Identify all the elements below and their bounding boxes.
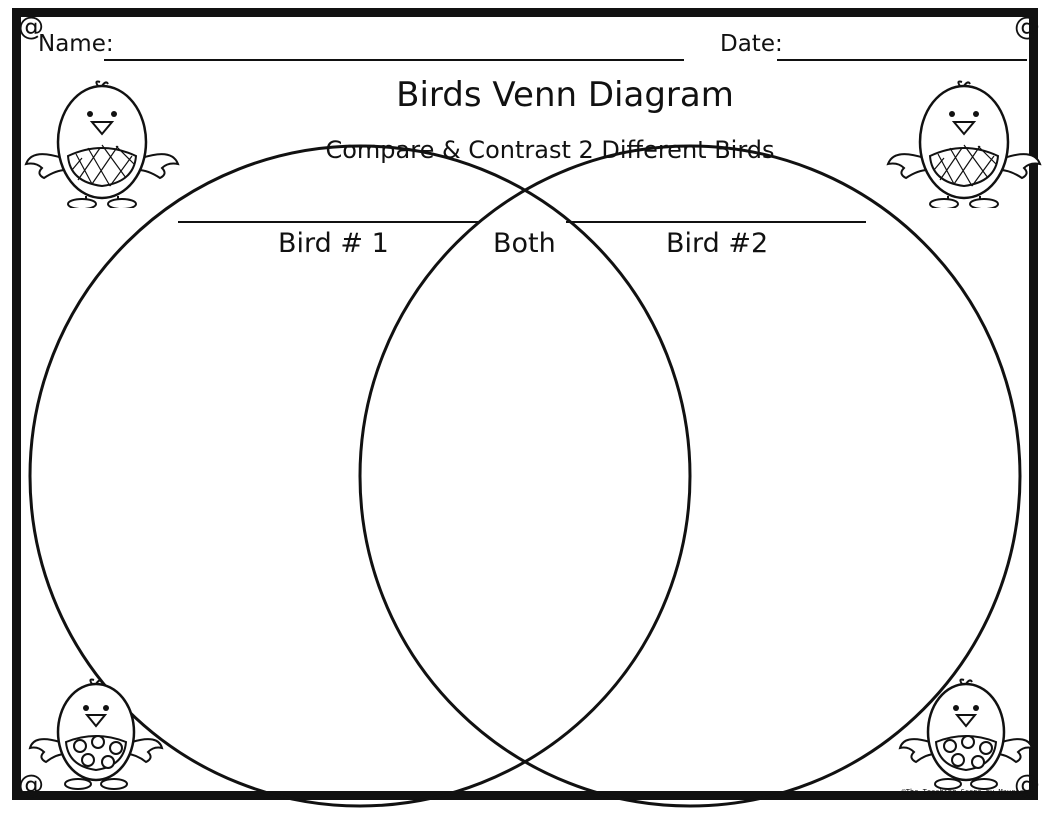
bird-polkadot-icon (898, 678, 1034, 790)
swirl-icon: @ (18, 12, 44, 42)
swirl-icon: @ (18, 770, 44, 800)
swirl-icon: @ (1014, 12, 1040, 42)
swirl-icon: @ (1014, 770, 1040, 800)
bird-2-label: Bird #2 (666, 228, 769, 259)
bird-1-label: Bird # 1 (278, 228, 389, 259)
page-subtitle: Compare & Contrast 2 Different Birds (325, 136, 775, 164)
bird-plaid-icon (886, 80, 1042, 208)
bird-polkadot-icon (28, 678, 164, 790)
venn-circle-right[interactable] (358, 144, 1022, 808)
name-label: Name: (38, 31, 114, 57)
bird-plaid-icon (24, 80, 180, 208)
copyright-credit: ©The Teaching Scene by Maureen (901, 788, 1028, 796)
venn-circle-left[interactable] (28, 144, 692, 808)
name-field[interactable] (104, 59, 684, 61)
date-field[interactable] (777, 59, 1027, 61)
date-label: Date: (720, 31, 783, 57)
page-title: Birds Venn Diagram (396, 75, 734, 115)
both-label: Both (493, 228, 556, 259)
worksheet-border (12, 8, 1038, 800)
